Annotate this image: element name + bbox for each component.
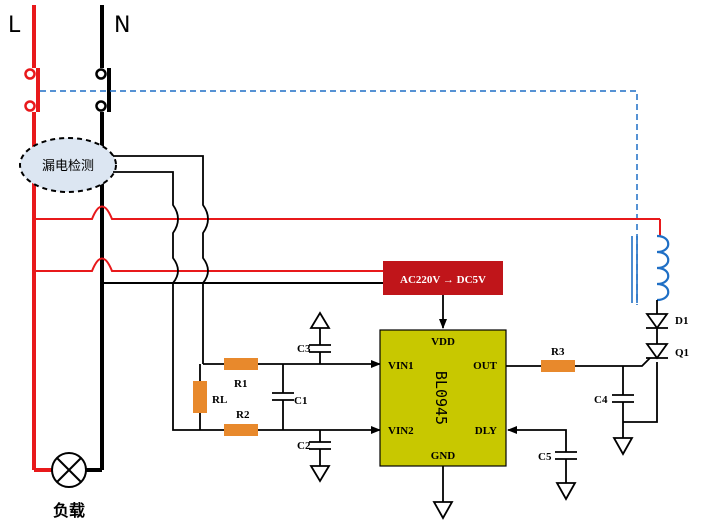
ic-pin-vin2: VIN2	[388, 425, 414, 437]
breaker-neutral	[95, 68, 111, 112]
capacitor-c5	[555, 451, 577, 501]
live-tap-converter	[34, 257, 383, 272]
trip-coil-core	[631, 236, 638, 303]
ic-pin-gnd: GND	[431, 450, 456, 462]
capacitor-c1-label: C1	[294, 395, 307, 407]
ic-bl0945	[379, 329, 507, 467]
thyristor-q1-label: Q1	[675, 347, 689, 359]
ic-pin-vdd: VDD	[431, 336, 455, 348]
sense-lead-inner	[113, 171, 200, 431]
capacitor-c4	[612, 366, 634, 456]
ic-pin-dly: DLY	[475, 425, 497, 437]
resistor-rl-label: RL	[212, 394, 227, 406]
leakage-detector-label: 漏电检测	[42, 158, 94, 174]
live-tap-top	[34, 205, 660, 220]
acdc-converter-label: AC220V → DC5V	[400, 274, 486, 286]
gate-wire	[575, 357, 651, 367]
capacitor-c4-label: C4	[594, 394, 608, 406]
resistor-r3	[541, 360, 575, 372]
load-lamp	[51, 452, 87, 488]
breaker-live	[24, 68, 40, 112]
neutral-line-label: N	[114, 13, 130, 38]
resistor-rl	[193, 381, 207, 413]
capacitor-c2	[309, 430, 331, 483]
resistor-r1-label: R1	[234, 378, 247, 390]
ic-pin-out: OUT	[473, 360, 498, 372]
capacitor-c5-label: C5	[538, 451, 552, 463]
capacitor-c3-label: C3	[297, 343, 311, 355]
load-label: 负载	[53, 501, 85, 520]
dly-wire	[507, 426, 567, 452]
resistor-r2	[224, 424, 258, 436]
ic-pin-vin1: VIN1	[388, 360, 414, 372]
trip-coil	[656, 234, 670, 302]
diode-d1	[645, 313, 669, 330]
sense-lead-outer	[113, 155, 209, 364]
resistor-r3-label: R3	[551, 346, 565, 358]
ic-name: BL0945	[432, 371, 450, 425]
thyristor-q1	[645, 343, 669, 360]
capacitor-c2-label: C2	[297, 440, 311, 452]
acdc-converter	[383, 261, 503, 295]
diode-d1-label: D1	[675, 315, 688, 327]
capacitor-c3	[309, 311, 331, 364]
resistor-r2-label: R2	[236, 409, 250, 421]
leakage-detector	[19, 137, 117, 193]
trip-link	[40, 90, 638, 305]
ic-ground	[432, 466, 454, 520]
capacitor-c1	[272, 364, 294, 430]
q1-ground-wire	[623, 362, 658, 423]
live-line-label: L	[8, 13, 21, 38]
resistor-r1	[224, 358, 258, 370]
